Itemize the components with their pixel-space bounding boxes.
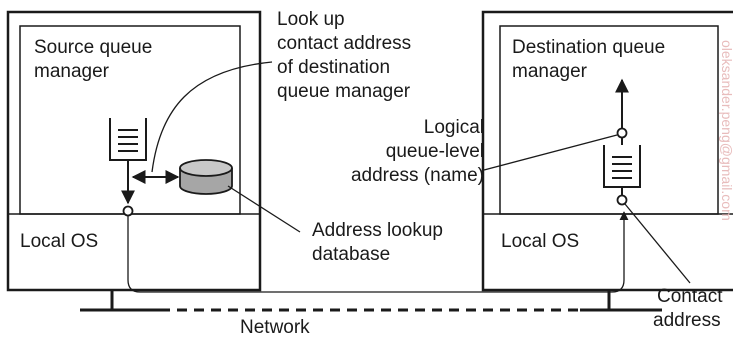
destination-title-line2: manager (512, 61, 588, 82)
network-label: Network (240, 317, 310, 337)
contact-leader-line (624, 203, 691, 284)
network (80, 290, 662, 312)
lookup-line4: queue manager (277, 81, 411, 102)
lookup-annotation: Look up contact address of destination q… (277, 9, 411, 102)
source-contact-point (122, 205, 134, 217)
destination-os-label: Local OS (501, 231, 579, 252)
lookup-line1: Look up (277, 9, 345, 30)
logical-line2: queue-level (386, 141, 484, 162)
source-os-label: Local OS (20, 231, 98, 252)
logical-annotation: Logical queue-level address (name) (351, 117, 484, 186)
watermark: oleksander.peng@gmail.com (719, 40, 733, 221)
contact-annotation: Contact address (653, 286, 723, 331)
database-line2: database (312, 244, 390, 265)
logical-leader-line (483, 134, 618, 171)
lookup-leader-line (151, 61, 273, 173)
lookup-line2: contact address (277, 33, 411, 54)
destination-contact-point (616, 194, 628, 206)
watermark-text: oleksander.peng@gmail.com (719, 40, 733, 221)
lookup-line3: of destination (277, 57, 390, 78)
database-icon (179, 159, 233, 195)
source-title-line1: Source queue (34, 37, 152, 58)
database-line1: Address lookup (312, 220, 443, 241)
destination-title-line1: Destination queue (512, 37, 665, 58)
contact-line1: Contact (657, 286, 723, 307)
message-path (127, 211, 629, 293)
database-leader-line (227, 185, 301, 233)
logical-line3: address (name) (351, 165, 484, 186)
logical-address-point (616, 127, 628, 139)
source-title-line2: manager (34, 61, 110, 82)
contact-line2: address (653, 310, 721, 331)
source-host: Source queue manager Local OS (6, 10, 262, 292)
destination-host: Destination queue manager Local OS (481, 10, 733, 292)
logical-line1: Logical (424, 117, 484, 138)
database-annotation: Address lookup database (312, 220, 443, 265)
